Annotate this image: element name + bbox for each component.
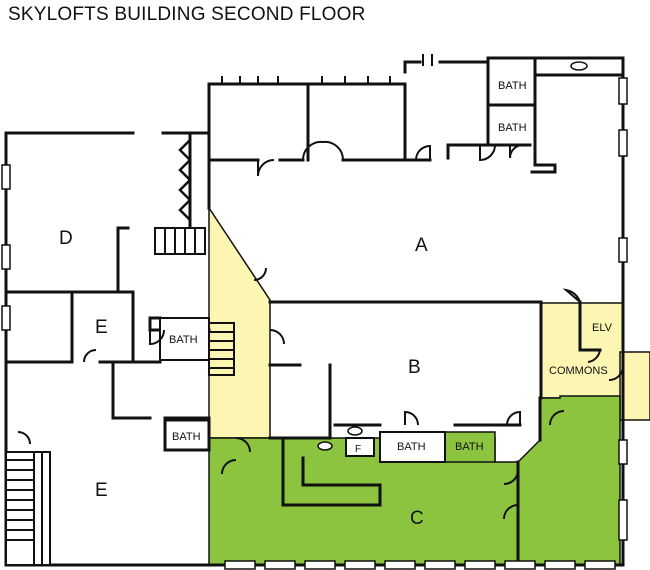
room-label-d: D bbox=[59, 228, 73, 249]
doors bbox=[17, 140, 624, 520]
room-label-f: F bbox=[355, 444, 361, 455]
bath-center-room bbox=[379, 431, 446, 463]
bath-green-room bbox=[444, 431, 496, 463]
windows bbox=[1, 77, 628, 570]
room-label-bath-top-1: BATH bbox=[498, 80, 527, 92]
room-label-e-upper: E bbox=[95, 317, 108, 338]
room-label-b: B bbox=[408, 357, 421, 378]
room-label-bath-top-2: BATH bbox=[498, 122, 527, 134]
room-labels: A B C D E E COMMONS ELV BATH BATH BATH B… bbox=[59, 80, 613, 529]
room-label-a: A bbox=[415, 235, 428, 256]
plan-title: SKYLOFTS BUILDING SECOND FLOOR bbox=[8, 4, 366, 25]
room-label-elevator: ELV bbox=[592, 322, 613, 334]
bath-blocks bbox=[159, 317, 446, 463]
sink-fixture bbox=[570, 61, 588, 71]
room-label-e-lower: E bbox=[95, 480, 108, 501]
room-label-bath-mid: BATH bbox=[169, 334, 198, 346]
wall-ticks bbox=[221, 54, 433, 84]
room-label-bath-green: BATH bbox=[455, 441, 484, 453]
commons-lobby-ext bbox=[619, 351, 650, 421]
bath-mid-room bbox=[159, 317, 210, 361]
sink-fixture bbox=[317, 441, 333, 451]
walls bbox=[4, 56, 625, 567]
stairs bbox=[6, 227, 235, 565]
room-label-c: C bbox=[410, 508, 424, 529]
sink-fixture bbox=[347, 426, 363, 436]
room-label-bath-center: BATH bbox=[397, 441, 426, 453]
f-room bbox=[345, 437, 375, 457]
room-label-commons: COMMONS bbox=[549, 365, 608, 377]
room-label-bath-lower-left: BATH bbox=[172, 431, 201, 443]
